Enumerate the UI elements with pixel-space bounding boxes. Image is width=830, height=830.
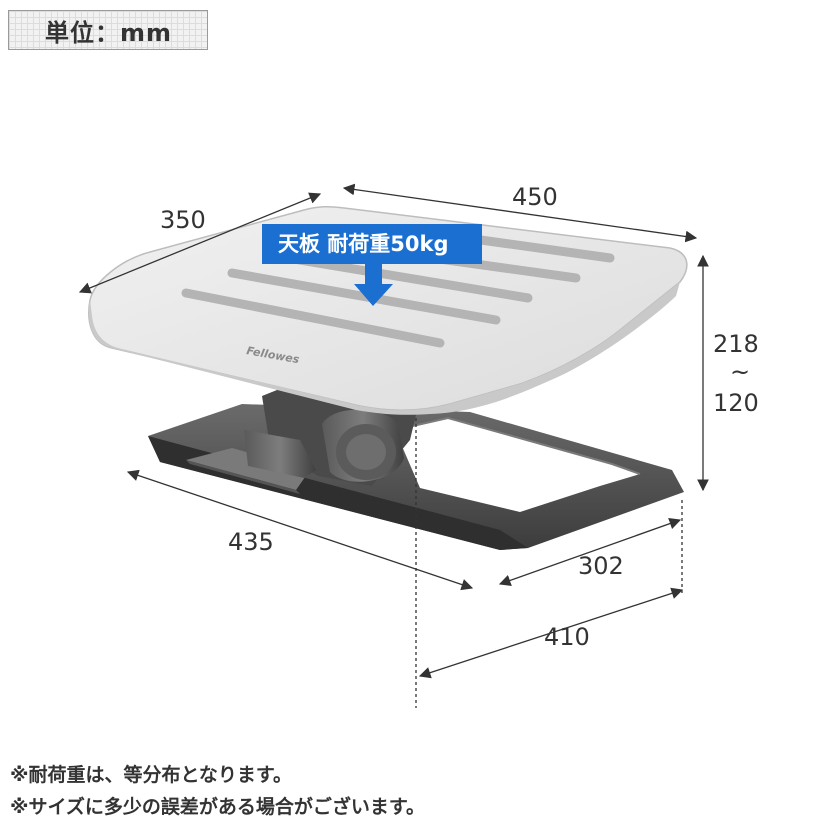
callout-arrow-shaft (365, 264, 382, 286)
dimension-label-base-depth: 410 (544, 623, 590, 651)
dimension-line-350 (78, 192, 322, 294)
note-load-distribution: ※耐荷重は、等分布となります。 (10, 764, 293, 786)
callout-text: 天板 耐荷重50kg (278, 232, 449, 256)
dimension-label-base-inner: 302 (578, 552, 624, 580)
unit-label: 単位：mm (8, 10, 208, 50)
dimension-label-height-max: 218 (713, 330, 759, 358)
dimension-line-302 (498, 518, 682, 586)
dimension-label-height-min: 120 (713, 389, 759, 417)
dimension-label-height-tilde: ~ (730, 358, 750, 386)
note-size-tolerance: ※サイズに多少の誤差がある場合がございます。 (10, 796, 426, 818)
dimension-line-450 (342, 183, 698, 243)
dimension-label-top-width: 450 (512, 183, 558, 211)
dimension-line-435 (126, 469, 474, 591)
down-arrow-icon (354, 284, 393, 306)
dimension-line-410 (418, 587, 684, 679)
dimension-label-top-depth: 350 (160, 206, 206, 234)
dimension-lines (78, 183, 709, 708)
dimension-label-base-width: 435 (228, 528, 274, 556)
